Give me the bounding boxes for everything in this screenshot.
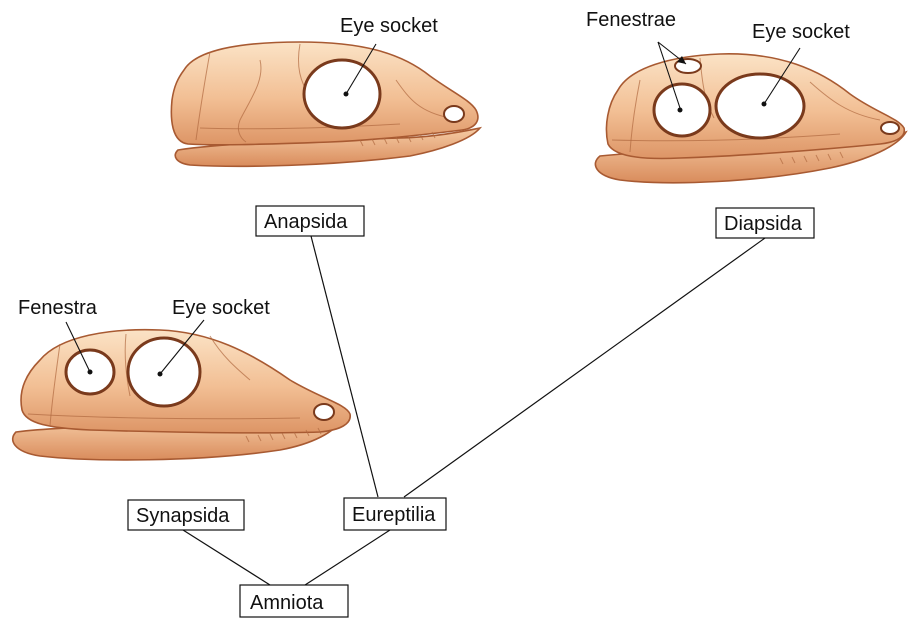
synapsid-eye-socket-label: Eye socket: [172, 297, 270, 319]
synapsid-skull: [13, 320, 351, 460]
anapsid-eye-socket-label: Eye socket: [340, 15, 438, 37]
anapsid-eye-socket: [304, 60, 380, 128]
taxon-anapsida: Anapsida: [256, 206, 364, 236]
branch-eureptilia-amniota: [305, 530, 390, 585]
diapsid-eye-socket-label: Eye socket: [752, 21, 850, 43]
taxon-eureptilia-label: Eureptilia: [352, 504, 436, 526]
diapsid-fenestrae-label: Fenestrae: [586, 9, 676, 31]
synapsid-nostril: [314, 404, 334, 420]
diapsid-skull: [595, 42, 906, 183]
branch-diapsida-eureptilia: [404, 238, 765, 497]
branch-synapsida-amniota: [183, 530, 270, 585]
taxon-synapsida-label: Synapsida: [136, 505, 230, 527]
branch-anapsida-eureptilia: [311, 236, 378, 497]
synapsid-eye-socket: [128, 338, 200, 406]
taxon-diapsida: Diapsida: [716, 208, 814, 238]
taxon-anapsida-label: Anapsida: [264, 211, 348, 233]
anapsid-skull: [171, 42, 480, 166]
taxon-eureptilia: Eureptilia: [344, 498, 446, 530]
taxon-amniota-label: Amniota: [250, 592, 324, 614]
taxon-amniota: Amniota: [240, 585, 348, 617]
diapsid-eye-socket: [716, 74, 804, 138]
synapsid-fenestra-label: Fenestra: [18, 297, 98, 319]
taxon-diapsida-label: Diapsida: [724, 213, 803, 235]
taxon-synapsida: Synapsida: [128, 500, 244, 530]
diapsid-nostril: [881, 122, 899, 134]
anapsid-nostril: [444, 106, 464, 122]
